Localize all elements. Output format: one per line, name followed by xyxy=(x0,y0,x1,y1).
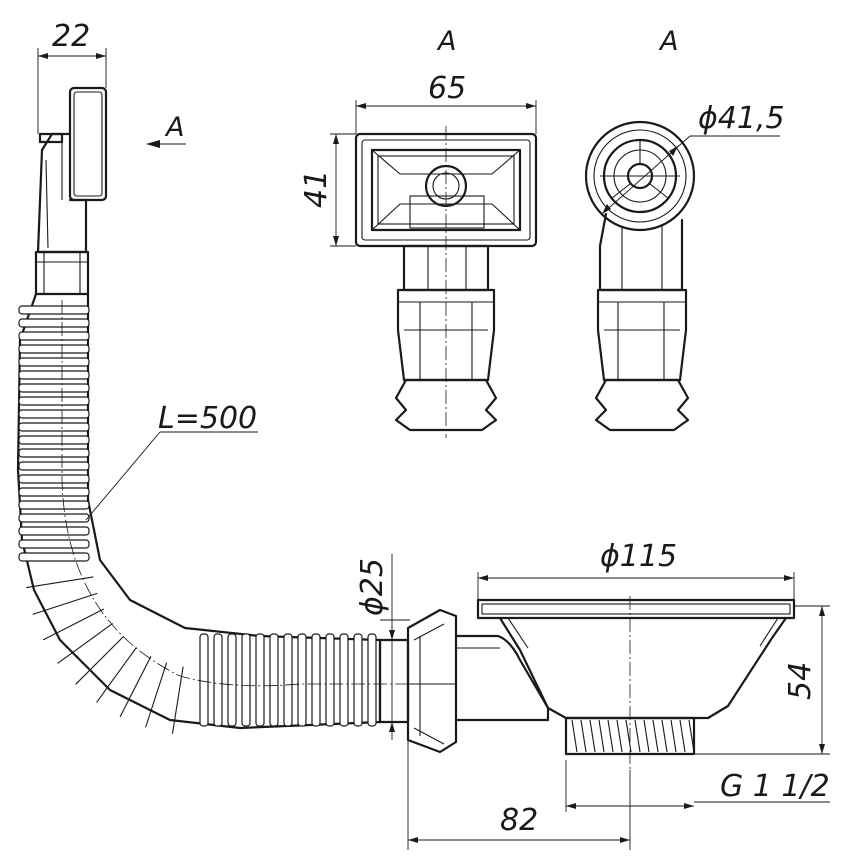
hose-rib xyxy=(145,662,168,728)
dim-outlet-width-65-label: 65 xyxy=(428,71,466,106)
hose-rib xyxy=(18,526,90,536)
view-a-rectangular-outlet xyxy=(354,126,538,438)
dim-outlet-height-41-label: 41 xyxy=(299,170,334,208)
hose-rib xyxy=(311,633,321,727)
hose-rib xyxy=(269,633,279,727)
hose-rib xyxy=(18,552,90,562)
hose-rib xyxy=(119,655,152,718)
hose-rib xyxy=(18,539,90,549)
thread-line xyxy=(634,719,641,753)
hose-rib xyxy=(255,633,265,727)
dim-width-22-label: 22 xyxy=(52,19,90,54)
drain-strainer-body xyxy=(378,598,796,756)
thread-line xyxy=(670,719,677,753)
hose-rib xyxy=(18,474,90,484)
hose-rib xyxy=(199,633,209,727)
dim-strainer-diameter-label: ϕ115 xyxy=(600,539,677,574)
thread-line xyxy=(688,719,695,753)
thread-line xyxy=(598,719,605,753)
hose-rib xyxy=(353,633,363,727)
hose-rib xyxy=(18,305,90,315)
hose-length-callout: L=500 xyxy=(85,401,258,521)
hose-rib xyxy=(96,647,137,703)
hose-rib xyxy=(18,435,90,445)
hose-rib xyxy=(325,633,335,727)
hose-rib xyxy=(75,635,125,685)
hose-rib xyxy=(18,461,90,471)
hose-rib xyxy=(26,576,94,589)
hose-rib xyxy=(18,331,90,341)
hose-length-label: L=500 xyxy=(158,401,257,436)
hose-rib xyxy=(18,383,90,393)
hose-rib xyxy=(18,422,90,432)
hose-rib xyxy=(57,623,113,664)
hose-rib xyxy=(339,633,349,727)
hose-rib xyxy=(18,344,90,354)
dim-outlet-width-65: 65 xyxy=(355,71,537,134)
dim-outlet-diameter-label: ϕ41,5 xyxy=(698,101,785,136)
view-a-right-label: A xyxy=(658,26,678,57)
thread-line xyxy=(607,719,614,753)
hose-rib xyxy=(171,666,184,734)
corrugated-hose xyxy=(16,292,410,734)
dim-body-height-54-label: 54 xyxy=(783,662,818,700)
hose-rib xyxy=(42,608,105,641)
hose-rib xyxy=(18,500,90,510)
dim-width-22: 22 xyxy=(37,19,107,134)
hose-rib xyxy=(367,633,377,727)
thread-line xyxy=(643,719,650,753)
thread-line xyxy=(580,719,587,753)
thread-line xyxy=(679,719,686,753)
hose-rib xyxy=(227,633,237,727)
dim-hose-diameter-label: ϕ25 xyxy=(355,558,390,616)
section-marker-a: A xyxy=(146,112,186,148)
hose-rib xyxy=(18,513,90,523)
thread-line xyxy=(661,719,668,753)
hose-rib xyxy=(18,487,90,497)
view-a-round-outlet xyxy=(584,120,696,432)
view-a-left-label: A xyxy=(436,26,456,57)
dim-outlet-offset-82-label: 82 xyxy=(500,803,538,838)
hose-rib xyxy=(18,370,90,380)
hose-rib xyxy=(241,633,251,727)
hose-rib xyxy=(32,592,98,615)
hose-rib xyxy=(213,633,223,727)
hose-rib xyxy=(18,357,90,367)
thread-line xyxy=(616,719,623,753)
dim-strainer-diameter: ϕ115 xyxy=(477,539,795,600)
thread-callout: G 1 1/2 xyxy=(694,769,830,804)
dim-outlet-offset-82: 82 xyxy=(407,740,694,850)
dim-outlet-height-41: 41 xyxy=(299,133,356,247)
overflow-head-side-view xyxy=(34,86,108,296)
thread-line xyxy=(589,719,596,753)
hose-rib xyxy=(18,318,90,328)
hose-rib xyxy=(18,448,90,458)
thread-label: G 1 1/2 xyxy=(720,769,830,804)
dim-hose-diameter: ϕ25 xyxy=(355,554,410,740)
dim-outlet-diameter: ϕ41,5 xyxy=(601,101,785,215)
thread-line xyxy=(652,719,659,753)
hose-rib xyxy=(18,409,90,419)
hose-rib xyxy=(283,633,293,727)
hose-rib xyxy=(18,396,90,406)
thread-line xyxy=(571,719,578,753)
hose-rib xyxy=(297,633,307,727)
dim-body-height-54: 54 xyxy=(694,605,830,755)
section-marker-label: A xyxy=(164,112,184,143)
